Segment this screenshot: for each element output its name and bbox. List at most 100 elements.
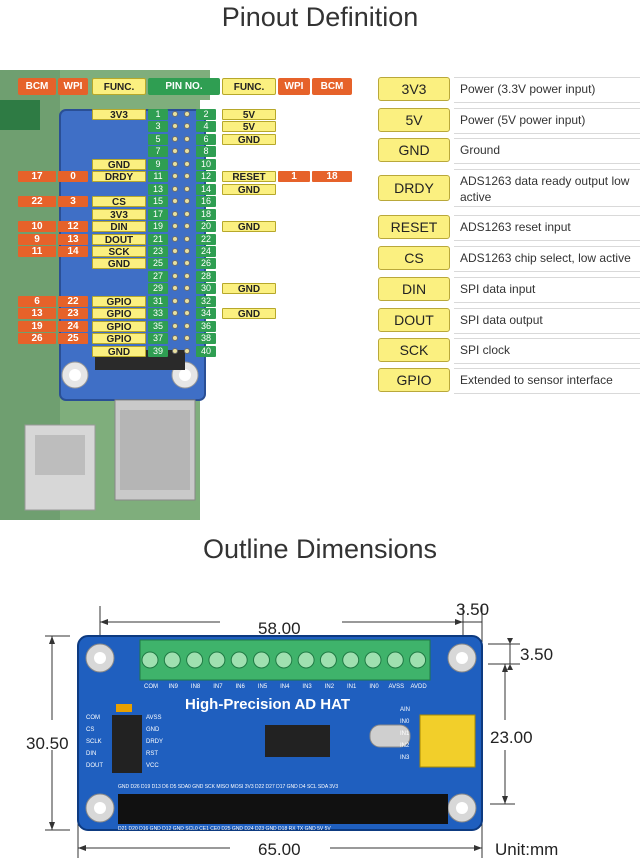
pin-number-odd: 37 — [148, 333, 168, 344]
pin-dot — [172, 273, 178, 279]
board-pin-label: AIN — [400, 707, 411, 713]
legend-key: 5V — [378, 108, 450, 132]
pin-number-odd: 29 — [148, 283, 168, 294]
pin-func-left: GPIO — [92, 321, 146, 333]
pin-func-right: 5V — [222, 121, 276, 133]
pin-number-even: 26 — [196, 258, 216, 269]
pin-number-even: 28 — [196, 271, 216, 282]
legend-key: SCK — [378, 338, 450, 362]
pin-func-left: GPIO — [92, 308, 146, 320]
dimension-drawing — [45, 606, 520, 858]
header-pin-no: PIN NO. — [148, 78, 220, 95]
pin-func-left: GND — [92, 346, 146, 358]
pin-number-odd: 13 — [148, 184, 168, 195]
pin-dot — [184, 236, 190, 242]
pin-dot — [184, 148, 190, 154]
pin-wpi-left: 3 — [58, 196, 88, 207]
pin-dot — [184, 273, 190, 279]
pinout-title: Pinout Definition — [221, 2, 419, 32]
board-pin-label: CS — [86, 727, 95, 733]
pin-dot — [184, 260, 190, 266]
pin-bcm-left: 22 — [18, 196, 56, 207]
legend-description: Extended to sensor interface — [454, 368, 640, 394]
pin-func-left: GND — [92, 258, 146, 270]
pin-func-right: RESET — [222, 171, 276, 183]
gpio-labels-bottom: D21 D20 D16 GND D12 GND SCL0 CE1 CE0 D25… — [118, 826, 331, 832]
pin-number-even: 32 — [196, 296, 216, 307]
pin-dot — [184, 223, 190, 229]
pin-bcm-left: 19 — [18, 321, 56, 332]
pin-number-odd: 17 — [148, 209, 168, 220]
board-pin-label: IN3 — [400, 755, 410, 761]
pin-dot — [172, 161, 178, 167]
pin-number-odd: 21 — [148, 234, 168, 245]
terminal-label: IN1 — [347, 684, 357, 690]
pin-dot — [172, 186, 178, 192]
pin-bcm-left: 6 — [18, 296, 56, 307]
pin-bcm-left: 11 — [18, 246, 56, 257]
pin-wpi-left: 0 — [58, 171, 88, 182]
legend-description: ADS1263 chip select, low active — [454, 246, 640, 272]
pin-dot — [184, 323, 190, 329]
gpio-labels-top: GND D26 D19 D13 D6 D5 SDA0 GND SCK MISO … — [118, 784, 339, 790]
board-pin-label: SCLK — [86, 739, 102, 745]
board-pin-label: VCC — [146, 763, 159, 769]
pin-number-odd: 19 — [148, 221, 168, 232]
terminal-label: IN4 — [280, 684, 290, 690]
pin-bcm-left: 13 — [18, 308, 56, 319]
pin-number-even: 38 — [196, 333, 216, 344]
pin-number-odd: 1 — [148, 109, 168, 120]
terminal-label: IN3 — [302, 684, 312, 690]
header-wpi-left: WPI — [58, 78, 88, 95]
pin-dot — [184, 211, 190, 217]
terminal-label: AVDD — [410, 684, 427, 690]
board-pin-label: AVSS — [146, 715, 162, 721]
pin-dot — [172, 223, 178, 229]
terminal-label: IN7 — [213, 684, 223, 690]
terminal-screw — [386, 651, 404, 669]
terminal-label: IN5 — [257, 684, 268, 690]
legend-description: ADS1263 data ready output low active — [454, 169, 640, 207]
header-wpi-right: WPI — [278, 78, 310, 95]
pin-wpi-left: 13 — [58, 234, 88, 245]
pin-dot — [172, 248, 178, 254]
pin-number-odd: 5 — [148, 134, 168, 145]
board-pin-label: DIN — [86, 751, 97, 757]
board-name: High-Precision AD HAT — [185, 696, 351, 713]
pin-dot — [172, 173, 178, 179]
terminal-screw — [409, 651, 427, 669]
pin-dot — [184, 298, 190, 304]
pin-number-odd: 3 — [148, 121, 168, 132]
pin-bcm-left: 17 — [18, 171, 56, 182]
pin-wpi-left: 24 — [58, 321, 88, 332]
pin-dot — [172, 211, 178, 217]
pin-dot — [172, 148, 178, 154]
pin-number-odd: 27 — [148, 271, 168, 282]
pin-wpi-left: 23 — [58, 308, 88, 319]
pin-dot — [172, 298, 178, 304]
pin-wpi-left: 25 — [58, 333, 88, 344]
pin-number-even: 22 — [196, 234, 216, 245]
pin-number-odd: 39 — [148, 346, 168, 357]
terminal-screw — [275, 651, 293, 669]
pin-bcm-left: 10 — [18, 221, 56, 232]
terminal-screw — [230, 651, 248, 669]
unit-label: Unit:mm — [495, 840, 559, 859]
header-bcm-left: BCM — [18, 78, 56, 95]
terminal-label: IN9 — [168, 684, 178, 690]
pin-func-left: CS — [92, 196, 146, 208]
pin-bcm-left: 9 — [18, 234, 56, 245]
board-pin-label: DOUT — [86, 763, 103, 769]
legend-key: 3V3 — [378, 77, 450, 101]
terminal-label: IN8 — [190, 684, 201, 690]
pin-wpi-left: 14 — [58, 246, 88, 257]
pin-dot — [184, 248, 190, 254]
pin-dot — [184, 173, 190, 179]
pin-number-even: 4 — [196, 121, 216, 132]
